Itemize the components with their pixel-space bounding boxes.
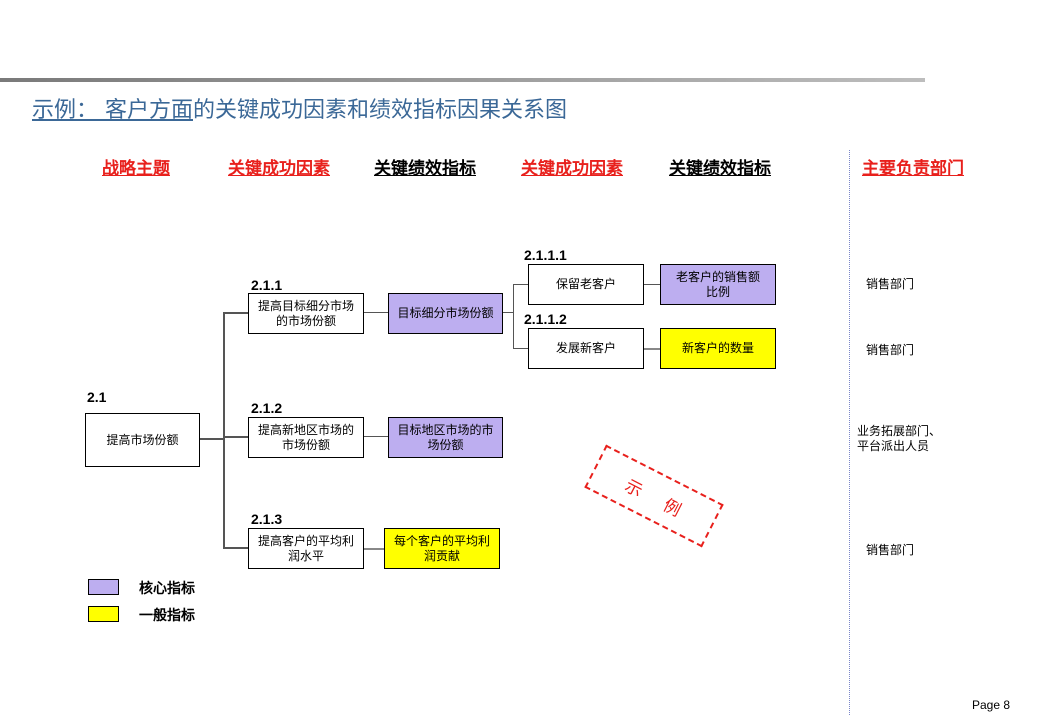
- department: 销售部门: [866, 343, 915, 357]
- header-csf-2: 关键成功因素: [521, 159, 623, 179]
- connector: [224, 436, 248, 438]
- kpi-box-core: 老客户的销售额比例: [660, 264, 776, 305]
- department: 业务拓展部门、: [857, 424, 942, 438]
- title-rest: 的关键成功因素和绩效指标因果关系图: [193, 98, 568, 123]
- connector: [224, 312, 248, 314]
- department: 销售部门: [866, 277, 915, 291]
- legend-label-core: 核心指标: [139, 581, 195, 597]
- csf-box-2-1-3: 提高客户的平均利润水平: [248, 528, 364, 569]
- connector: [513, 348, 528, 349]
- csf-box-2-1-1-2: 发展新客户: [528, 328, 644, 369]
- kpi-box-general: 新客户的数量: [660, 328, 776, 369]
- node-number: 2.1.1: [251, 277, 283, 293]
- legend-swatch-general: [88, 606, 119, 622]
- top-divider: [0, 78, 925, 82]
- node-number: 2.1.1.2: [524, 311, 567, 327]
- connector: [643, 284, 660, 285]
- column-divider: [849, 150, 850, 715]
- stamp-char: 例: [659, 495, 685, 521]
- connector: [643, 348, 660, 350]
- kpi-box-core: 目标细分市场份额: [388, 293, 503, 334]
- connector: [199, 438, 224, 440]
- node-number: 2.1.3: [251, 511, 283, 527]
- csf-box-2-1-1: 提高目标细分市场的市场份额: [248, 293, 364, 334]
- node-number: 2.1.2: [251, 400, 283, 416]
- csf-box-2-1-1-1: 保留老客户: [528, 264, 644, 305]
- example-stamp: 示例: [584, 444, 724, 548]
- page-title: 示例： 客户方面的关键成功因素和绩效指标因果关系图: [32, 92, 567, 124]
- connector: [363, 548, 384, 550]
- kpi-box-general: 每个客户的平均利润贡献: [384, 528, 500, 569]
- title-prefix: 示例： 客户方面: [32, 98, 193, 123]
- connector: [223, 312, 225, 549]
- connector: [502, 312, 514, 313]
- legend-label-general: 一般指标: [139, 608, 195, 624]
- connector: [363, 312, 388, 313]
- csf-box-2-1-2: 提高新地区市场的市场份额: [248, 417, 364, 458]
- connector: [513, 284, 528, 285]
- page-number: Page 8: [972, 698, 1011, 712]
- header-kpi-2: 关键绩效指标: [669, 159, 771, 179]
- connector: [363, 436, 388, 437]
- node-number: 2.1: [87, 389, 107, 405]
- node-number: 2.1.1.1: [524, 247, 567, 263]
- connector: [513, 284, 514, 349]
- legend-swatch-core: [88, 579, 119, 595]
- department: 销售部门: [866, 543, 915, 557]
- csf-box-2-1: 提高市场份额: [85, 413, 200, 467]
- header-strategic-theme: 战略主题: [102, 159, 170, 179]
- department: 平台派出人员: [857, 439, 930, 453]
- stamp-char: 示: [621, 475, 646, 502]
- header-csf-1: 关键成功因素: [228, 159, 330, 179]
- header-kpi-1: 关键绩效指标: [374, 159, 476, 179]
- connector: [224, 547, 248, 549]
- kpi-box-core: 目标地区市场的市场份额: [388, 417, 503, 458]
- header-department: 主要负责部门: [862, 159, 964, 179]
